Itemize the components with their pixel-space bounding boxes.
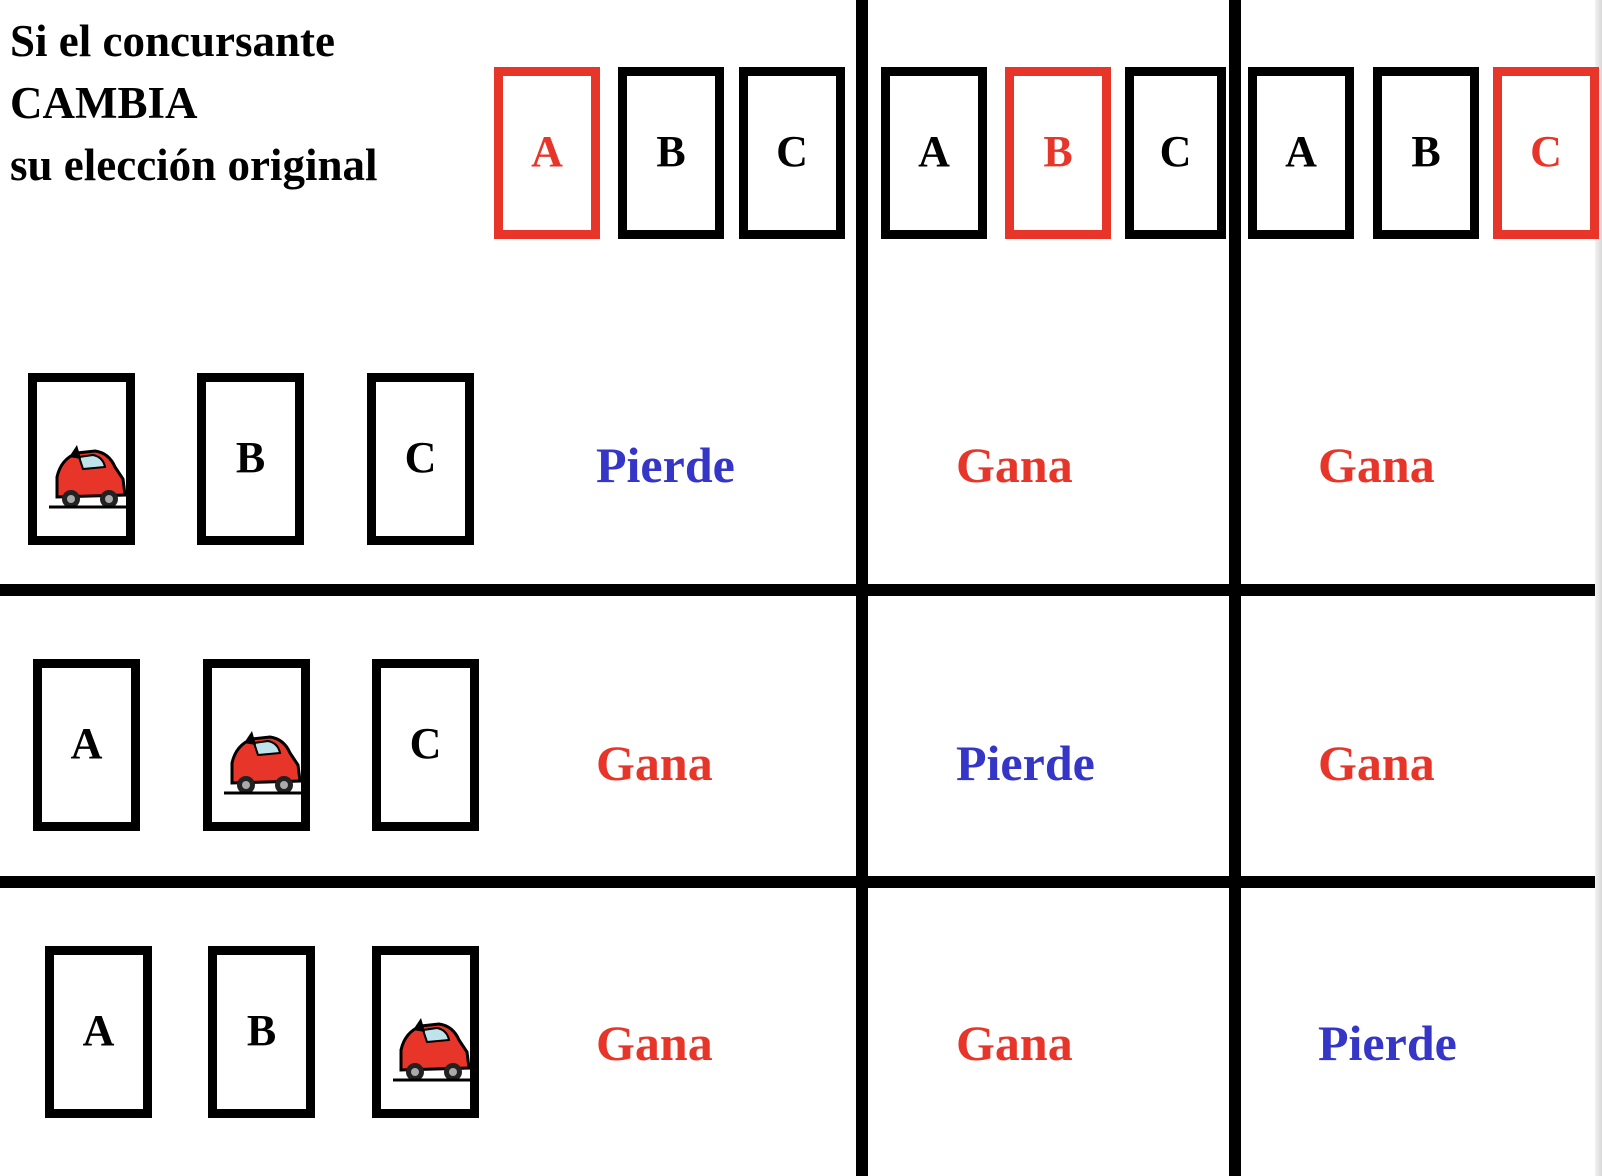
door-card: C xyxy=(1125,67,1226,239)
car-icon xyxy=(224,731,302,795)
door-card: B xyxy=(1373,67,1479,239)
door-label: C xyxy=(776,127,808,176)
result-win: Gana xyxy=(956,1015,1073,1071)
chosen-door-card: A xyxy=(494,67,600,239)
page-edge xyxy=(1595,0,1602,1176)
result-win: Gana xyxy=(1318,735,1435,791)
grid-horizontal-divider xyxy=(0,876,1595,888)
door-card: A xyxy=(881,67,987,239)
result-win: Gana xyxy=(596,735,713,791)
door-label: C xyxy=(409,719,442,768)
title-line-1: Si el concursante xyxy=(10,16,335,66)
door-card: B xyxy=(618,67,724,239)
door-label: C xyxy=(1159,127,1192,176)
door-label: A xyxy=(1285,127,1317,176)
title-line-2: CAMBIA xyxy=(10,78,198,128)
car-icon xyxy=(49,445,127,509)
result-win: Gana xyxy=(1318,437,1435,493)
door-card: B xyxy=(208,946,315,1118)
result-win: Gana xyxy=(956,437,1073,493)
title-line-3: su elección original xyxy=(10,140,378,190)
chosen-door-card: C xyxy=(1493,67,1599,239)
door-label: A xyxy=(82,1006,115,1055)
door-label: B xyxy=(1043,127,1073,176)
door-card: A xyxy=(45,946,152,1118)
car-door-card xyxy=(28,373,135,545)
car-door-card xyxy=(372,946,479,1118)
result-lose: Pierde xyxy=(956,735,1095,791)
door-label: A xyxy=(70,719,103,768)
grid-horizontal-divider xyxy=(0,584,1595,596)
door-label: C xyxy=(404,433,437,482)
door-card: C xyxy=(372,659,479,831)
door-label: B xyxy=(1411,127,1441,176)
door-card: A xyxy=(33,659,140,831)
result-lose: Pierde xyxy=(596,437,735,493)
door-label: B xyxy=(246,1006,277,1055)
door-label: A xyxy=(918,127,950,176)
door-card: C xyxy=(367,373,474,545)
diagram-title: Si el concursante CAMBIA su elección ori… xyxy=(10,10,377,196)
car-door-card xyxy=(203,659,310,831)
door-label: A xyxy=(531,127,563,176)
door-card: C xyxy=(739,67,845,239)
door-card: A xyxy=(1248,67,1354,239)
result-lose: Pierde xyxy=(1318,1015,1457,1071)
door-card: B xyxy=(197,373,304,545)
chosen-door-card: B xyxy=(1005,67,1111,239)
door-label: B xyxy=(235,433,266,482)
door-label: C xyxy=(1530,127,1562,176)
door-label: B xyxy=(656,127,686,176)
car-icon xyxy=(393,1018,471,1082)
result-win: Gana xyxy=(596,1015,713,1071)
